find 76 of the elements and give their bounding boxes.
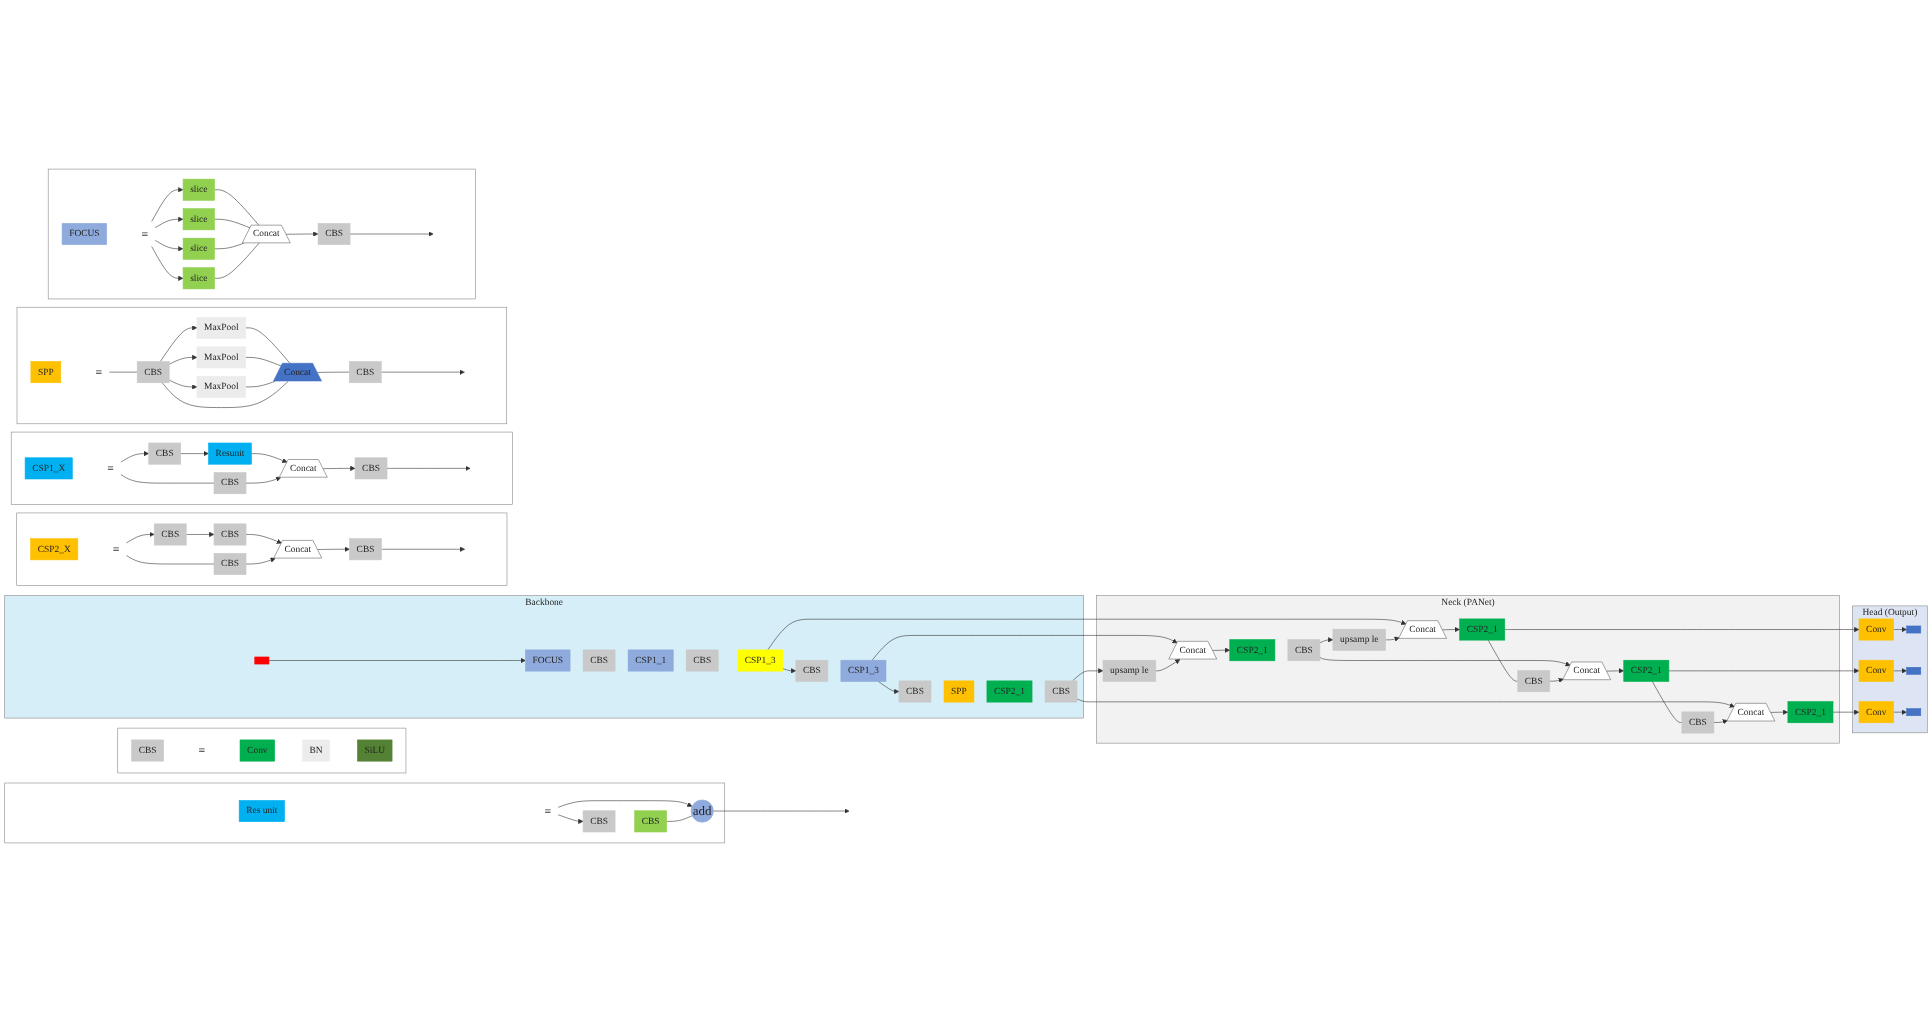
cluster <box>16 512 508 586</box>
node-box <box>213 523 247 546</box>
cluster <box>4 595 1084 719</box>
cluster <box>1852 605 1928 734</box>
node-box <box>182 267 215 290</box>
connector <box>214 242 245 250</box>
node-box <box>1787 701 1834 724</box>
node-box <box>737 649 784 672</box>
node-box <box>239 739 275 762</box>
node-box <box>525 649 571 672</box>
node-box <box>182 178 215 201</box>
node-box <box>840 659 887 682</box>
connector <box>120 474 215 484</box>
node-box <box>182 237 215 260</box>
node-box <box>30 538 79 561</box>
node-circle <box>690 799 714 823</box>
node-box <box>153 523 187 546</box>
node-box <box>1858 618 1894 641</box>
node-box <box>1858 701 1894 724</box>
node-box <box>898 680 932 703</box>
node-box <box>685 649 719 672</box>
node-box <box>213 553 247 575</box>
node-box <box>354 457 388 480</box>
node-box <box>357 739 393 762</box>
node-box <box>1623 659 1670 682</box>
node-box <box>1681 711 1715 734</box>
node-box <box>1102 659 1157 682</box>
node-box <box>1459 618 1506 641</box>
node-box <box>196 376 247 398</box>
node-box <box>1906 667 1922 675</box>
connector <box>126 555 215 565</box>
node-box <box>1229 639 1276 662</box>
connector <box>245 327 291 364</box>
node-box <box>986 680 1033 703</box>
node-box <box>1044 680 1078 703</box>
cluster <box>1096 595 1840 744</box>
node-box <box>349 538 382 561</box>
connector <box>214 218 251 229</box>
node-box <box>943 680 975 703</box>
node-box <box>182 208 215 231</box>
node-box <box>1332 628 1386 651</box>
node-box <box>627 649 674 672</box>
node-box <box>1906 625 1922 634</box>
node-box <box>582 649 616 672</box>
connector <box>214 242 260 279</box>
node-box <box>24 457 73 480</box>
cluster <box>47 168 476 300</box>
node-box <box>213 472 247 495</box>
node-box <box>254 656 270 665</box>
cluster <box>4 782 726 844</box>
connector <box>245 381 276 388</box>
node-box <box>131 739 164 762</box>
node-box <box>1858 659 1894 682</box>
node-box <box>196 346 247 369</box>
node-box <box>30 361 62 384</box>
node-box <box>238 800 285 822</box>
cluster <box>10 431 513 505</box>
node-box <box>1287 639 1321 662</box>
node-box <box>634 810 667 833</box>
node-box <box>196 316 247 339</box>
node-box <box>348 361 382 384</box>
connector <box>214 189 260 226</box>
node-box <box>148 442 182 465</box>
connector <box>1487 639 1519 682</box>
node-box <box>582 810 616 833</box>
cluster <box>117 727 407 774</box>
connector <box>245 357 282 367</box>
node-box <box>1906 708 1922 716</box>
connector <box>1652 681 1683 723</box>
node-box <box>317 223 351 245</box>
node-box <box>136 361 170 384</box>
node-box <box>61 223 107 245</box>
node-box <box>1517 670 1551 693</box>
cluster <box>16 306 507 425</box>
node-box <box>208 442 252 465</box>
node-box <box>795 659 829 682</box>
